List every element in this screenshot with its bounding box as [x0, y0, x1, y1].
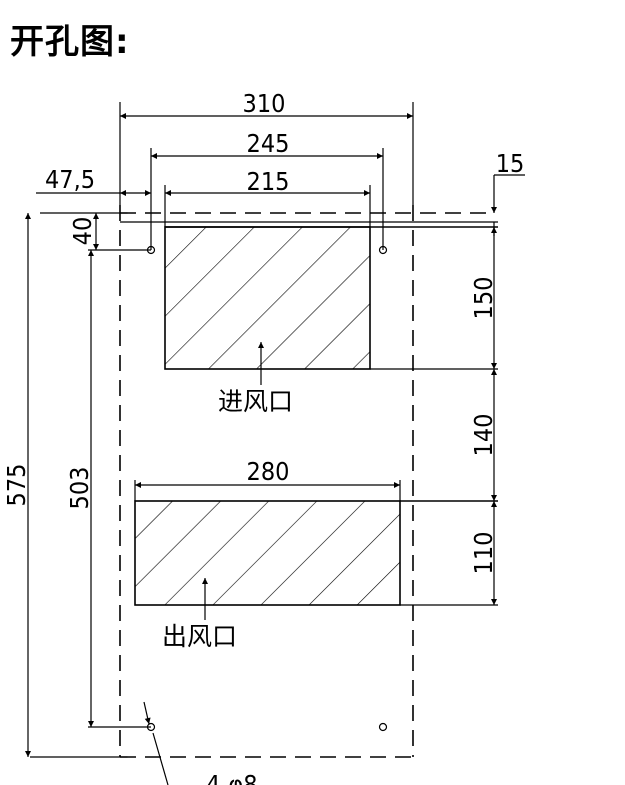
svg-text:出风口: 出风口	[162, 622, 237, 651]
svg-text:15: 15	[496, 149, 525, 178]
dim-110: 110	[469, 501, 498, 605]
svg-text:110: 110	[469, 532, 498, 575]
svg-text:140: 140	[469, 414, 498, 457]
svg-text:4-φ8: 4-φ8	[206, 770, 258, 785]
svg-text:47,5: 47,5	[45, 165, 95, 194]
dim-245: 245	[151, 129, 383, 159]
outlet-opening	[134, 500, 498, 606]
hole-top-right	[378, 245, 388, 255]
dim-47-5: 47,5	[36, 165, 151, 196]
svg-text:310: 310	[243, 89, 286, 118]
svg-text:575: 575	[2, 464, 31, 507]
svg-text:40: 40	[68, 217, 97, 246]
svg-text:245: 245	[247, 129, 290, 158]
dim-215: 215	[165, 167, 370, 196]
dim-310: 310	[120, 89, 413, 119]
drawing-title: 开孔图:	[10, 22, 130, 62]
inlet-opening	[164, 226, 498, 370]
svg-text:150: 150	[469, 277, 498, 320]
holes-note: 4-φ8	[143, 701, 258, 785]
dim-15: 15	[491, 149, 525, 236]
hole-bottom-left	[146, 722, 156, 732]
dim-280: 280	[135, 457, 400, 488]
hole-top-left	[146, 245, 156, 255]
svg-text:进风口: 进风口	[218, 387, 293, 416]
dim-150: 150	[469, 227, 498, 369]
panel-outline	[40, 205, 495, 758]
svg-text:503: 503	[65, 467, 94, 510]
dim-503: 503	[65, 250, 94, 727]
dim-140: 140	[469, 369, 498, 501]
outlet-label: 出风口	[162, 578, 237, 651]
svg-text:280: 280	[247, 457, 290, 486]
svg-text:215: 215	[247, 167, 290, 196]
inlet-label: 进风口	[218, 342, 293, 416]
dim-575: 575	[2, 213, 31, 757]
hole-bottom-right	[378, 722, 388, 732]
mounting-holes	[146, 245, 388, 732]
dim-40: 40	[68, 213, 99, 250]
extension-lines	[30, 102, 498, 758]
